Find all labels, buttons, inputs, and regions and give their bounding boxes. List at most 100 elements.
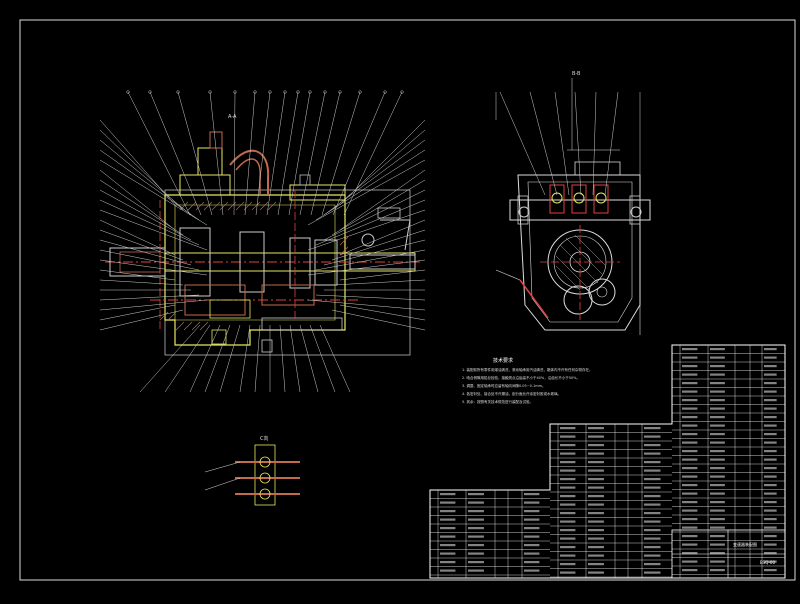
table-entry <box>468 552 484 555</box>
table-entry <box>764 526 777 529</box>
tech-req-line: 3. 调整、固定轴承时应留有轴向间隙0.05~0.1mm。 <box>462 383 546 388</box>
table-entry <box>682 433 698 436</box>
leader-line <box>331 229 426 261</box>
leader-line <box>99 309 184 331</box>
table-entry <box>710 543 725 546</box>
leader-line <box>499 91 546 196</box>
table-entry <box>588 529 604 532</box>
leader-line <box>307 209 426 251</box>
table-entry <box>560 461 576 464</box>
leader-line <box>99 119 176 206</box>
table-entry <box>588 563 604 566</box>
table-entry <box>588 546 604 549</box>
table-entry <box>468 518 484 521</box>
balloon <box>148 90 152 94</box>
table-entry <box>710 356 725 359</box>
table-entry <box>710 526 725 529</box>
leader-line <box>99 139 192 216</box>
leader-line <box>319 324 351 393</box>
table-entry <box>682 458 698 461</box>
table-entry <box>644 503 661 506</box>
balloon <box>126 90 130 94</box>
table-entries <box>440 348 777 574</box>
leader-line <box>331 309 426 331</box>
leader-line <box>604 91 619 196</box>
leader-line <box>139 324 201 393</box>
leader-line <box>99 149 200 221</box>
table-entry <box>560 435 576 438</box>
leader-line <box>323 239 426 266</box>
table-entry <box>644 444 661 447</box>
section-label-b: B-B <box>572 71 581 77</box>
table-entry <box>524 561 540 564</box>
leader-line <box>321 91 361 216</box>
leader-line <box>299 324 319 393</box>
balloon <box>233 90 237 94</box>
leader-line <box>99 259 208 276</box>
table-entry <box>764 450 777 453</box>
table-entry <box>682 365 698 368</box>
table-entry <box>764 569 777 572</box>
table-entry <box>588 444 604 447</box>
table-entry <box>588 469 604 472</box>
table-entry <box>588 452 604 455</box>
table-entry <box>710 475 725 478</box>
table-entry <box>710 552 725 555</box>
table-entry <box>524 569 540 572</box>
table-entry <box>710 424 725 427</box>
table-entry <box>682 424 698 427</box>
table-entry <box>682 492 698 495</box>
table-entry <box>644 554 661 557</box>
leader-line <box>239 324 251 393</box>
table-entry <box>764 373 777 376</box>
table-entry <box>682 543 698 546</box>
table-entry <box>710 450 725 453</box>
main-section-view <box>105 131 420 356</box>
table-entry <box>710 509 725 512</box>
table-entry <box>682 441 698 444</box>
table-entry <box>682 475 698 478</box>
table-entry <box>588 486 604 489</box>
balloon-leaders <box>99 90 426 393</box>
table-entry <box>560 546 576 549</box>
table-entry <box>560 495 576 498</box>
leader-line <box>266 91 286 216</box>
table-entry <box>644 452 661 455</box>
balloon <box>296 90 300 94</box>
table-entry <box>710 348 725 351</box>
table-entry <box>468 493 484 496</box>
table-entry <box>764 407 777 410</box>
leader-line <box>279 324 286 393</box>
table-entry <box>644 563 661 566</box>
leader-line <box>99 299 208 311</box>
table-entry <box>644 512 661 515</box>
table-entry <box>764 475 777 478</box>
leader-line <box>99 304 176 321</box>
leader-line <box>99 269 176 281</box>
leader-line <box>289 324 301 393</box>
table-entry <box>644 520 661 523</box>
table-entry <box>440 561 456 564</box>
leader-line <box>288 91 311 216</box>
technical-requirements: 技术要求 1. 装配前所有零件用煤油清洗，滚动轴承用汽油清洗，箱体内不许有任何杂… <box>462 357 592 404</box>
table-entry <box>524 501 540 504</box>
table-entry <box>682 526 698 529</box>
leader-line <box>99 219 176 256</box>
table-entry <box>588 571 604 574</box>
table-entry <box>440 501 456 504</box>
leader-line <box>310 91 341 216</box>
table-entry <box>764 416 777 419</box>
table-entry <box>468 510 484 513</box>
table-entry <box>644 469 661 472</box>
leader-line <box>99 229 184 261</box>
table-entry <box>682 509 698 512</box>
tech-req-line: 2. 啮合侧隙用铅丝检验，接触斑点沿齿高不小于40%，沿齿长不小于50%。 <box>462 375 580 380</box>
balloon <box>308 90 312 94</box>
table-entry <box>764 365 777 368</box>
table-entry <box>468 527 484 530</box>
leader-line <box>99 159 208 226</box>
balloon <box>176 90 180 94</box>
end-view: B-B <box>495 71 651 335</box>
table-entry <box>710 467 725 470</box>
title-block-name: 变速器装配图 <box>733 541 757 547</box>
